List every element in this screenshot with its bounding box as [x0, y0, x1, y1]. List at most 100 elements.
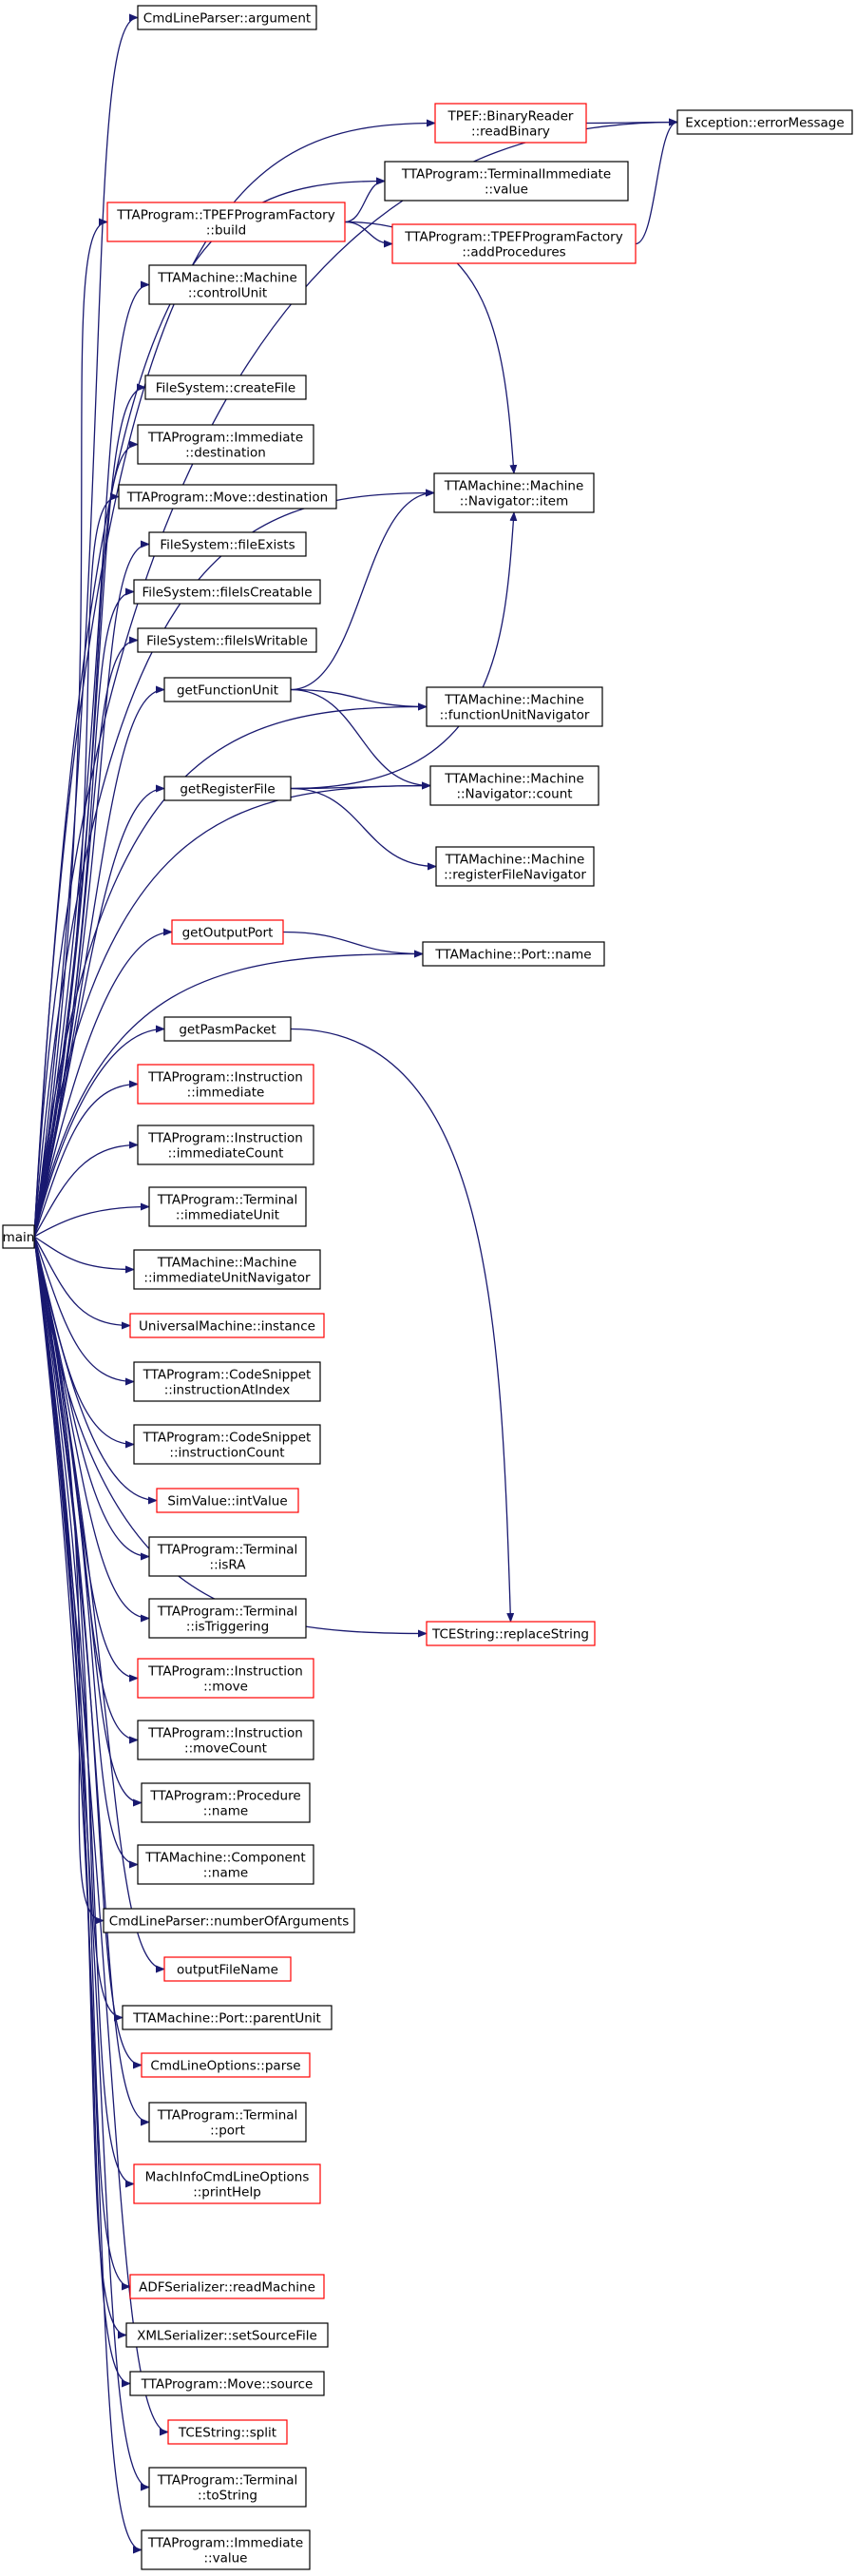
node-fileIsCreatable[interactable]: FileSystem::fileIsCreatable — [133, 579, 321, 605]
node-box — [133, 579, 321, 605]
call-edge-getPasmPacket-to-replaceString — [290, 1028, 515, 1623]
node-replaceString[interactable]: TCEString::replaceString — [426, 1621, 596, 1646]
node-box — [2, 1224, 35, 1249]
node-compName[interactable]: TTAMachine::Component::name — [137, 1844, 314, 1885]
node-instrMove[interactable]: TTAProgram::Instruction::move — [137, 1658, 314, 1699]
call-edge-main-to-intValue — [33, 1236, 158, 1505]
node-label: getPasmPacket — [179, 1023, 276, 1038]
node-label: CmdLineOptions::parse — [150, 2059, 300, 2074]
node-instrAtIndex[interactable]: TTAProgram::CodeSnippet::instructionAtIn… — [133, 1361, 321, 1402]
node-getOutputPort[interactable]: getOutputPort — [171, 919, 284, 945]
node-label: outputFileName — [177, 1963, 278, 1978]
call-edge-getFunctionUnit-to-fuNavigator — [290, 688, 428, 711]
node-immediateUnit[interactable]: TTAProgram::Terminal::immediateUnit — [148, 1186, 307, 1227]
node-label: TTAProgram::Instruction — [147, 1070, 303, 1086]
call-edge-main-to-readMachine — [33, 1236, 131, 2291]
node-isTriggering[interactable]: TTAProgram::Terminal::isTriggering — [148, 1598, 307, 1639]
node-label: TTAProgram::CodeSnippet — [143, 1431, 312, 1446]
node-label: TTAProgram::Move::destination — [126, 490, 328, 506]
node-navCount[interactable]: TTAMachine::Machine::Navigator::count — [429, 765, 599, 806]
call-edge-main-to-immediateUnit — [33, 1202, 150, 1238]
node-getFunctionUnit[interactable]: getFunctionUnit — [163, 677, 292, 702]
node-iuNavigator[interactable]: TTAMachine::Machine::immediateUnitNaviga… — [133, 1249, 321, 1290]
node-label: TTAMachine::Machine — [445, 853, 585, 868]
node-createFile[interactable]: FileSystem::createFile — [144, 375, 307, 400]
node-label: TTAProgram::Terminal — [157, 2473, 298, 2489]
node-label: TTAMachine::Machine — [444, 772, 584, 787]
edges-layer — [33, 13, 678, 2554]
call-edge-main-to-umInstance — [33, 1236, 131, 1330]
node-label: ::value — [204, 2551, 248, 2566]
node-umInstance[interactable]: UniversalMachine::instance — [129, 1313, 325, 1338]
node-label: TTAProgram::Terminal — [157, 1605, 298, 1620]
node-box — [148, 2467, 307, 2508]
node-toString[interactable]: TTAProgram::Terminal::toString — [148, 2467, 307, 2508]
node-numberOfArguments[interactable]: CmdLineParser::numberOfArguments — [103, 1908, 355, 1933]
node-parse[interactable]: CmdLineOptions::parse — [141, 2052, 311, 2078]
node-box — [163, 677, 292, 702]
node-main[interactable]: main — [2, 1224, 35, 1249]
node-termPort[interactable]: TTAProgram::Terminal::port — [148, 2102, 307, 2143]
node-getPasmPacket[interactable]: getPasmPacket — [163, 1016, 292, 1042]
node-label: TTAMachine::Port::name — [434, 948, 591, 963]
node-readMachine[interactable]: ADFSerializer::readMachine — [129, 2274, 325, 2299]
node-box — [171, 919, 284, 945]
node-instrCount[interactable]: TTAProgram::CodeSnippet::instructionCoun… — [133, 1424, 321, 1465]
node-portName[interactable]: TTAMachine::Port::name — [422, 941, 605, 967]
node-label: ::destination — [185, 446, 266, 461]
node-setSourceFile[interactable]: XMLSerializer::setSourceFile — [125, 2322, 329, 2348]
node-fuNavigator[interactable]: TTAMachine::Machine::functionUnitNavigat… — [426, 686, 603, 727]
node-label: ::immediateCount — [168, 1146, 284, 1162]
call-edge-main-to-moveSource — [33, 1236, 131, 2388]
node-navItem[interactable]: TTAMachine::Machine::Navigator::item — [433, 472, 595, 513]
node-moveCount[interactable]: TTAProgram::Instruction::moveCount — [137, 1720, 314, 1760]
node-timmValue[interactable]: TTAProgram::TerminalImmediate::value — [384, 161, 629, 202]
node-label: UniversalMachine::instance — [139, 1319, 315, 1335]
node-label: ::immediateUnitNavigator — [143, 1271, 311, 1286]
node-immValue[interactable]: TTAProgram::Immediate::value — [141, 2529, 311, 2570]
node-intValue[interactable]: SimValue::intValue — [156, 1488, 299, 1513]
call-edge-main-to-controlUnit — [33, 280, 150, 1238]
node-box — [433, 472, 595, 513]
call-edge-getOutputPort-to-portName — [282, 931, 424, 958]
node-parentUnit[interactable]: TTAMachine::Port::parentUnit — [122, 2005, 333, 2030]
call-edge-main-to-immValue — [33, 1236, 143, 2554]
node-moveDestination[interactable]: TTAProgram::Move::destination — [118, 484, 337, 509]
node-fileIsWritable[interactable]: FileSystem::fileIsWritable — [137, 627, 317, 653]
node-moveSource[interactable]: TTAProgram::Move::source — [129, 2371, 325, 2396]
node-printHelp[interactable]: MachInfoCmdLineOptions::printHelp — [133, 2163, 321, 2204]
node-fileExists[interactable]: FileSystem::fileExists — [148, 531, 307, 557]
node-addProcedures[interactable]: TTAProgram::TPEFProgramFactory::addProce… — [391, 223, 637, 264]
node-build[interactable]: TTAProgram::TPEFProgramFactory::build — [106, 202, 346, 242]
call-edge-main-to-fileIsWritable — [33, 636, 139, 1238]
node-getRegisterFile[interactable]: getRegisterFile — [163, 776, 292, 801]
node-label: ::name — [203, 1804, 248, 1819]
node-controlUnit[interactable]: TTAMachine::Machine::controlUnit — [148, 264, 307, 305]
node-immDestination[interactable]: TTAProgram::Immediate::destination — [137, 424, 314, 465]
call-edge-main-to-immediateCount — [33, 1141, 139, 1238]
node-split[interactable]: TCEString::split — [167, 2419, 288, 2445]
node-readBinary[interactable]: TPEF::BinaryReader::readBinary — [434, 103, 587, 144]
node-label: ::immediateUnit — [176, 1208, 279, 1223]
call-edge-addProcedures-to-errorMessage — [635, 118, 678, 245]
node-rfNavigator[interactable]: TTAMachine::Machine::registerFileNavigat… — [435, 846, 595, 887]
node-label: ::port — [210, 2124, 245, 2139]
node-outputFileName[interactable]: outputFileName — [163, 1956, 292, 1982]
node-errorMessage[interactable]: Exception::errorMessage — [676, 109, 853, 135]
node-label: SimValue::intValue — [167, 1494, 287, 1509]
node-procName[interactable]: TTAProgram::Procedure::name — [141, 1782, 311, 1823]
node-label: ::isTriggering — [186, 1620, 269, 1635]
call-edge-main-to-moveDestination — [33, 492, 120, 1238]
node-isRA[interactable]: TTAProgram::Terminal::isRA — [148, 1536, 307, 1577]
node-label: ::toString — [198, 2489, 257, 2504]
node-label: ::moveCount — [184, 1741, 267, 1757]
node-argument[interactable]: CmdLineParser::argument — [137, 5, 317, 30]
node-box — [144, 375, 307, 400]
call-edge-main-to-split — [33, 1236, 169, 2436]
node-label: TTAMachine::Machine — [157, 271, 297, 286]
node-immediateCount[interactable]: TTAProgram::Instruction::immediateCount — [137, 1125, 314, 1165]
node-label: ::move — [203, 1680, 248, 1695]
node-instrImmediate[interactable]: TTAProgram::Instruction::immediate — [137, 1064, 314, 1105]
call-edge-main-to-errorMessage — [33, 118, 678, 1238]
node-label: FileSystem::fileIsCreatable — [142, 586, 312, 601]
